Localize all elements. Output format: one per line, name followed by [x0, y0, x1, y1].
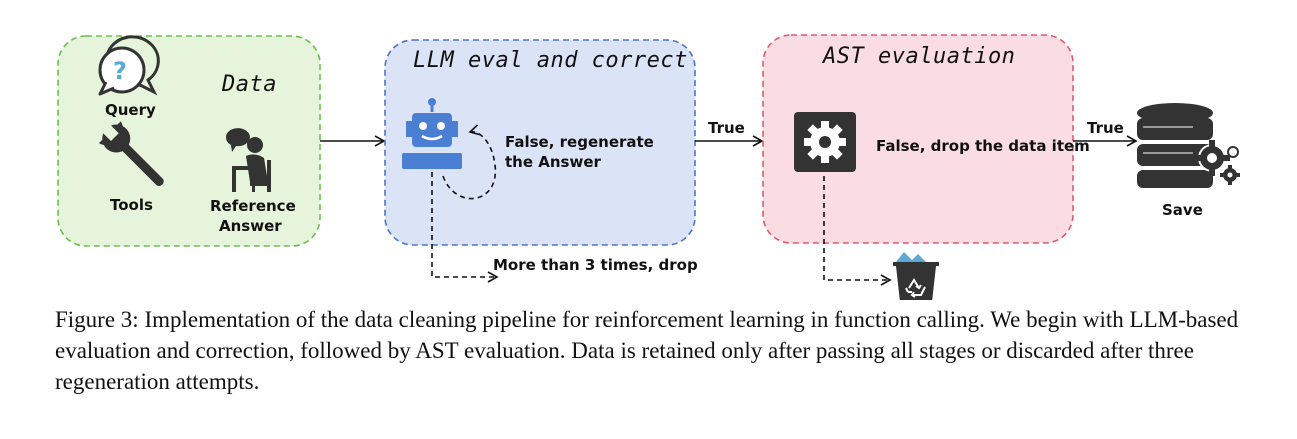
llm-stage-title: LLM eval and correct — [413, 48, 688, 73]
tools-label: Tools — [110, 196, 153, 214]
pipeline-diagram: Data ? Query Tools Reference Answer LLM … — [57, 34, 1240, 300]
person-at-desk-icon — [225, 128, 271, 192]
ast-false-label: False, drop the data item — [876, 137, 1090, 155]
question-bubble-icon: ? — [98, 35, 160, 96]
wrench-icon — [98, 121, 164, 187]
database-gears-icon — [1137, 103, 1240, 188]
ast-to-save-label: True — [1087, 119, 1124, 137]
drop-label: More than 3 times, drop — [493, 256, 698, 274]
data-stage-title: Data — [221, 72, 277, 97]
llm-drop-arrow — [431, 172, 499, 283]
svg-text:?: ? — [113, 57, 127, 85]
reference-label-line2: Answer — [219, 217, 282, 235]
regenerate-loop-arrow — [442, 124, 497, 200]
ast-stage-title: AST evaluation — [821, 44, 1015, 69]
recycle-bin-icon — [893, 252, 939, 300]
reference-label-line1: Reference — [210, 197, 296, 215]
llm-stage-box — [384, 39, 696, 246]
save-label: Save — [1162, 201, 1203, 219]
loop-label-line1: False, regenerate — [505, 133, 654, 151]
figure-caption: Figure 3: Implementation of the data cle… — [55, 307, 1239, 394]
ast-drop-arrow — [823, 176, 892, 286]
llm-to-ast-label: True — [708, 119, 745, 137]
loop-label-line2: the Answer — [505, 153, 601, 171]
robot-icon — [402, 98, 462, 169]
gear-icon — [794, 112, 856, 172]
ast-stage-box — [762, 34, 1074, 244]
query-label: Query — [105, 101, 156, 119]
